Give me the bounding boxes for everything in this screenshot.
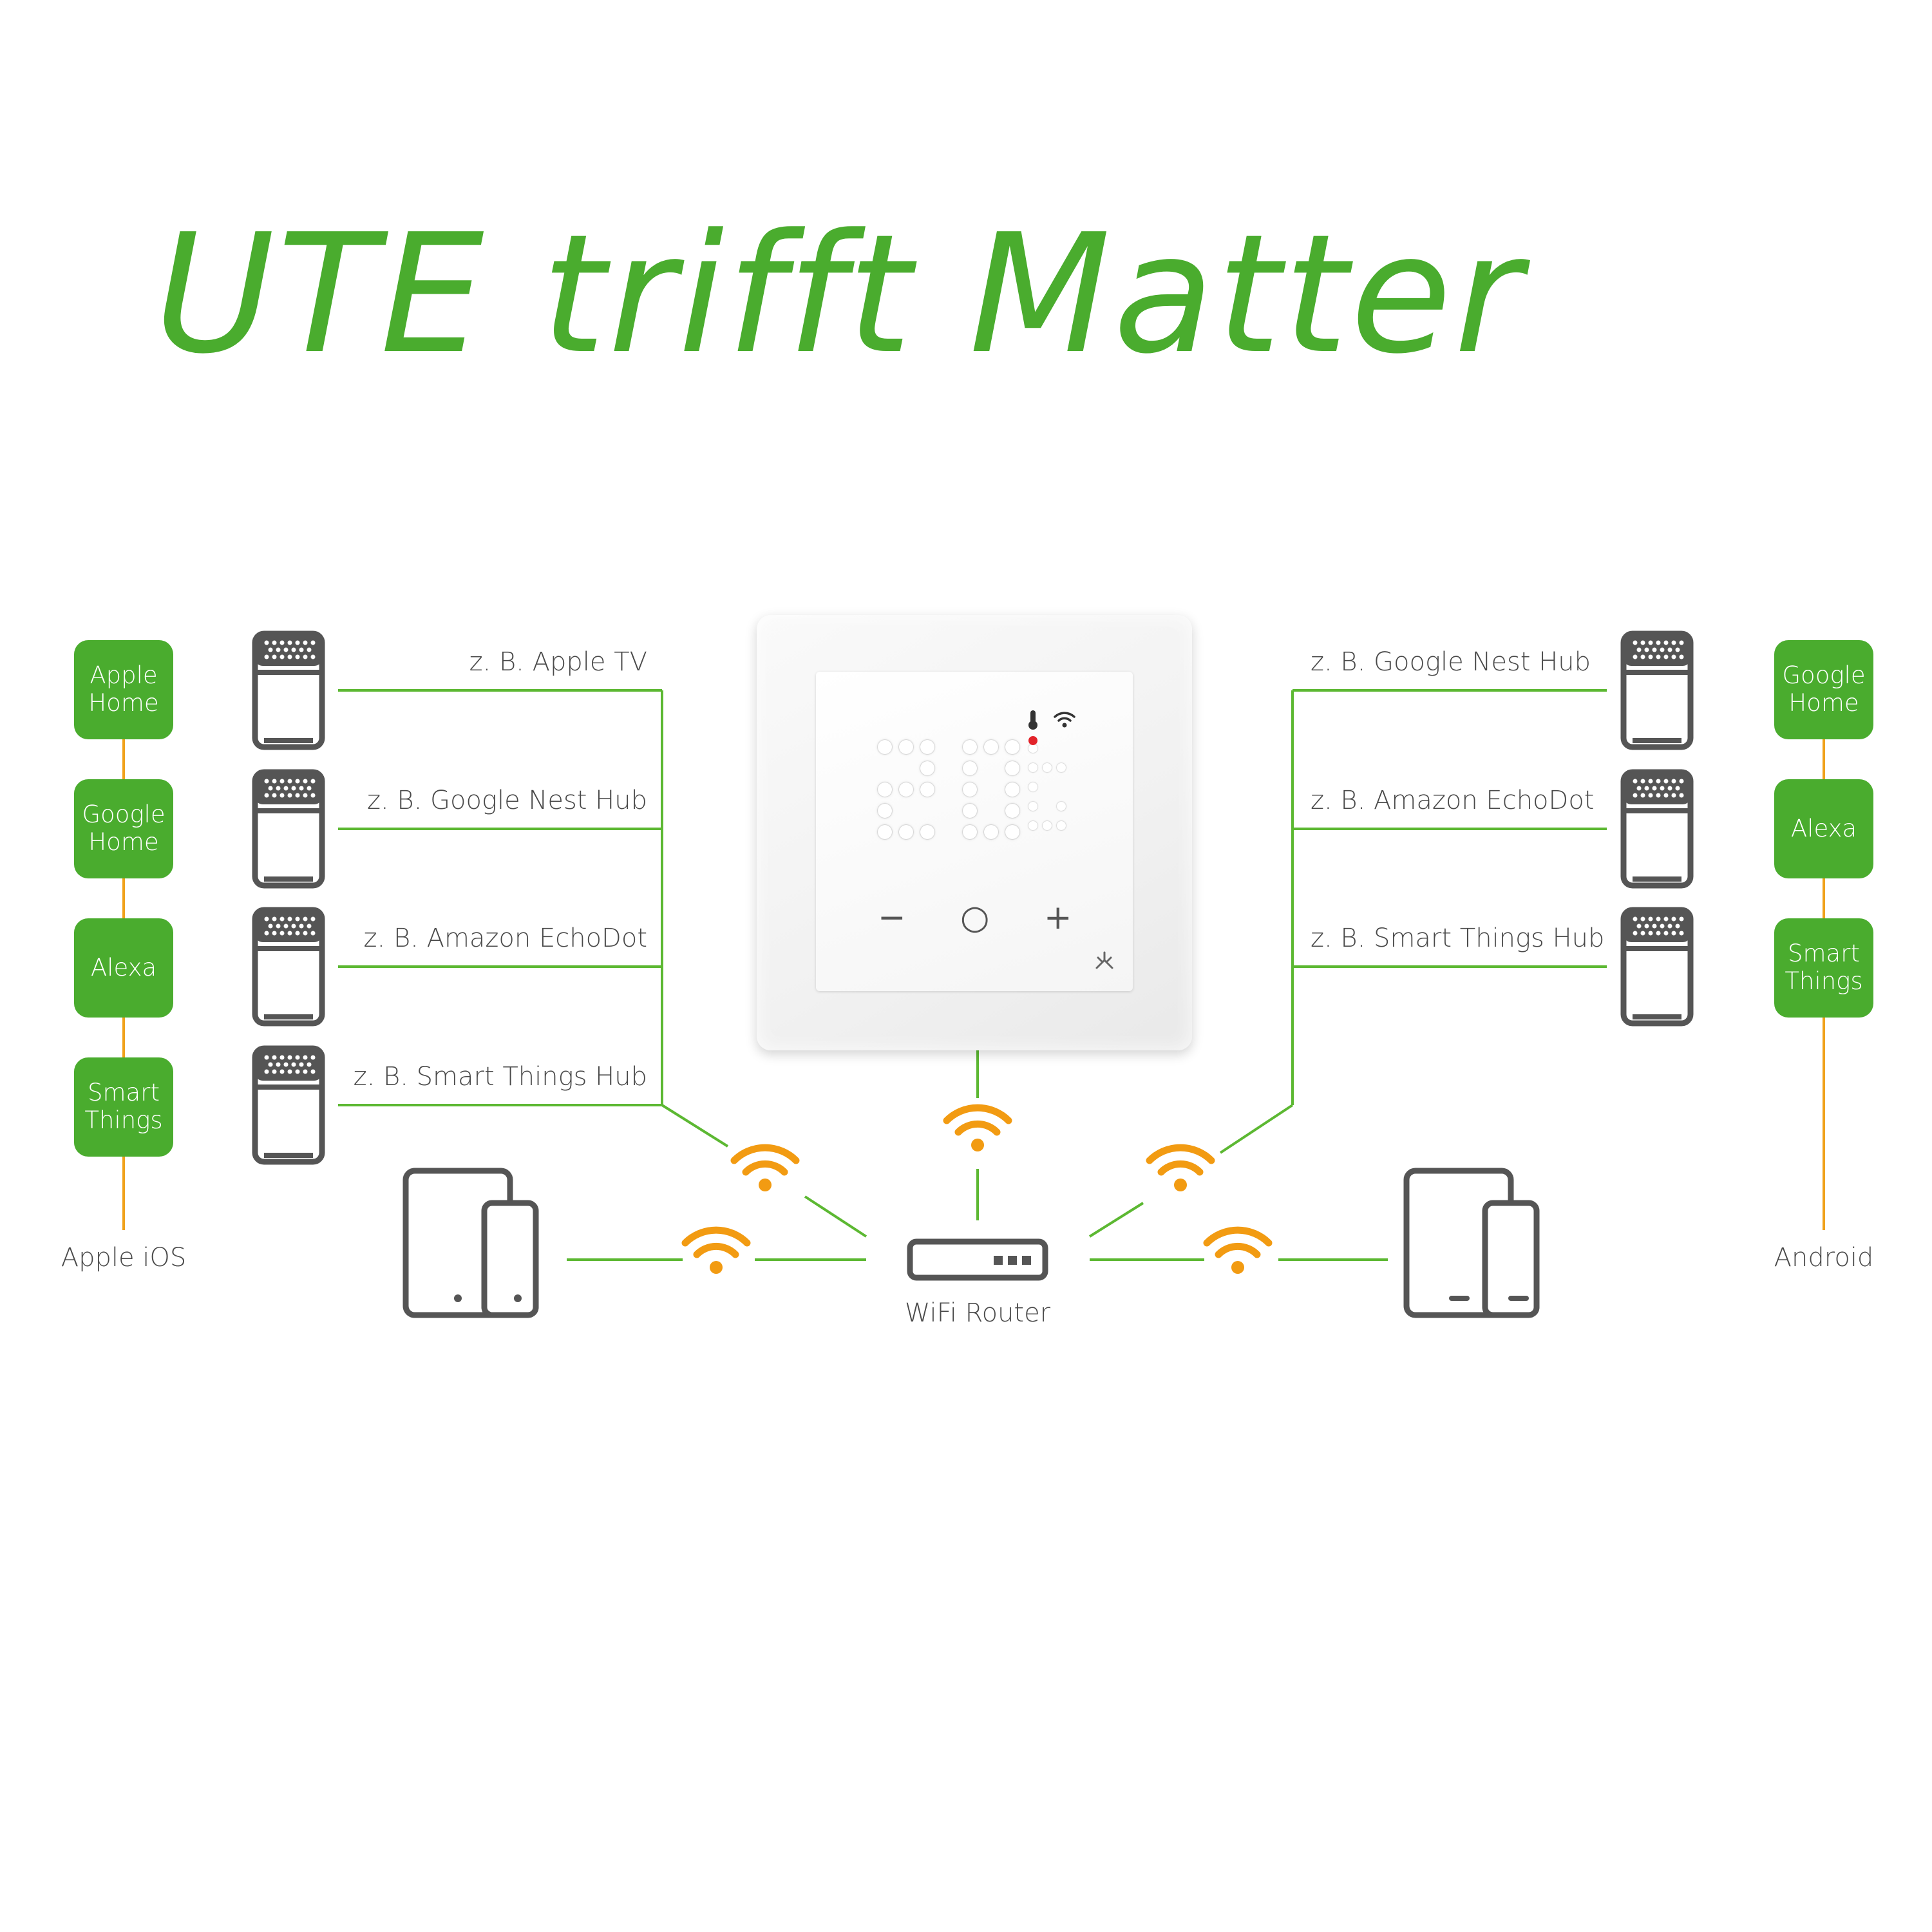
left-hub-google-nest-icon xyxy=(255,772,322,886)
temperature-indicator-dot xyxy=(1028,736,1037,745)
wifi-icon-right-mobile xyxy=(1207,1230,1269,1274)
display-dot xyxy=(878,740,892,754)
right-hub-google-nest-icon xyxy=(1624,634,1690,747)
left-hub-label-echodot: z. B. Amazon EchoDot xyxy=(363,923,647,953)
display-decimal-dot xyxy=(1028,782,1037,791)
thermostat-face: − ○ + xyxy=(816,672,1133,991)
display-dot xyxy=(920,740,934,754)
display-dot xyxy=(920,782,934,797)
ios-app-apple-home: Apple Home xyxy=(74,640,173,739)
display-decimal-dot xyxy=(1028,802,1037,811)
display-dot xyxy=(878,825,892,839)
display-dot xyxy=(878,804,892,818)
display-dot xyxy=(1005,804,1019,818)
display-decimal-dot xyxy=(1043,763,1052,772)
display-dot xyxy=(1005,825,1019,839)
display-decimal-dot xyxy=(1057,821,1066,830)
wifi-icon-thermostat xyxy=(947,1108,1009,1151)
ios-app-alexa: Alexa xyxy=(74,918,173,1018)
wifi-icon-left-mobile xyxy=(685,1230,747,1274)
display-dot xyxy=(920,825,934,839)
display-dot xyxy=(963,782,977,797)
wifi-icon-right-hubs xyxy=(1150,1148,1211,1191)
right-hub-label-smart-things: z. B. Smart Things Hub xyxy=(1311,923,1605,953)
display-decimal-dot xyxy=(1057,763,1066,772)
ios-platform-label: Apple iOS xyxy=(61,1243,187,1273)
left-hub-smartthings-icon xyxy=(255,1048,322,1162)
display-dot xyxy=(984,825,998,839)
matter-logo-icon xyxy=(1095,951,1113,969)
display-decimal-dot xyxy=(1028,763,1037,772)
thermostat-device: − ○ + xyxy=(757,615,1192,1050)
android-platform-label: Android xyxy=(1774,1243,1874,1273)
page-title: UTE trifft Matter xyxy=(155,199,1524,390)
router-label: WiFi Router xyxy=(904,1298,1051,1328)
ios-app-google-home: Google Home xyxy=(74,779,173,878)
display-decimal-dot xyxy=(1057,802,1066,811)
thermostat-minus-button[interactable]: − xyxy=(878,898,906,937)
android-mobile-icon xyxy=(1406,1171,1537,1315)
display-dot xyxy=(899,740,913,754)
display-dot xyxy=(963,825,977,839)
display-dot xyxy=(963,761,977,775)
thermostat-power-button[interactable]: ○ xyxy=(960,898,990,937)
thermometer-icon xyxy=(1028,710,1037,730)
display-dot xyxy=(963,804,977,818)
thermostat-plus-button[interactable]: + xyxy=(1044,898,1072,937)
display-dot xyxy=(899,825,913,839)
display-decimal-dot xyxy=(1028,821,1037,830)
display-decimal-dot xyxy=(1043,821,1052,830)
router-icon xyxy=(907,1238,1048,1281)
display-dot xyxy=(920,761,934,775)
left-hub-label-apple-tv: z. B. Apple TV xyxy=(469,647,647,677)
wifi-icon-left-hubs xyxy=(734,1148,796,1191)
right-hub-echodot-icon xyxy=(1624,772,1690,886)
android-app-google-home: Google Home xyxy=(1774,640,1873,739)
display-dot xyxy=(984,740,998,754)
left-hub-label-smart-things: z. B. Smart Things Hub xyxy=(353,1062,647,1092)
display-dot xyxy=(1005,782,1019,797)
ios-mobile-icon xyxy=(406,1171,536,1315)
display-dot xyxy=(878,782,892,797)
right-hub-smartthings-icon xyxy=(1624,910,1690,1023)
right-hub-label-echodot: z. B. Amazon EchoDot xyxy=(1311,786,1595,815)
right-hub-label-google-nest: z. B. Google Nest Hub xyxy=(1311,647,1591,677)
display-dot xyxy=(1005,761,1019,775)
display-decimal-dot xyxy=(1028,744,1037,753)
left-hub-label-google-nest: z. B. Google Nest Hub xyxy=(366,786,647,815)
left-hub-echodot-icon xyxy=(255,910,322,1023)
android-app-smart-things: Smart Things xyxy=(1774,918,1873,1018)
ios-app-smart-things: Smart Things xyxy=(74,1057,173,1157)
display-dot xyxy=(899,782,913,797)
android-app-alexa: Alexa xyxy=(1774,779,1873,878)
left-hub-connectors xyxy=(338,689,867,1261)
display-dot xyxy=(1005,740,1019,754)
left-hub-apple-tv-icon xyxy=(255,634,322,747)
thermostat-wifi-icon xyxy=(1054,712,1075,728)
right-hub-connectors xyxy=(1088,689,1607,1261)
display-dot xyxy=(963,740,977,754)
